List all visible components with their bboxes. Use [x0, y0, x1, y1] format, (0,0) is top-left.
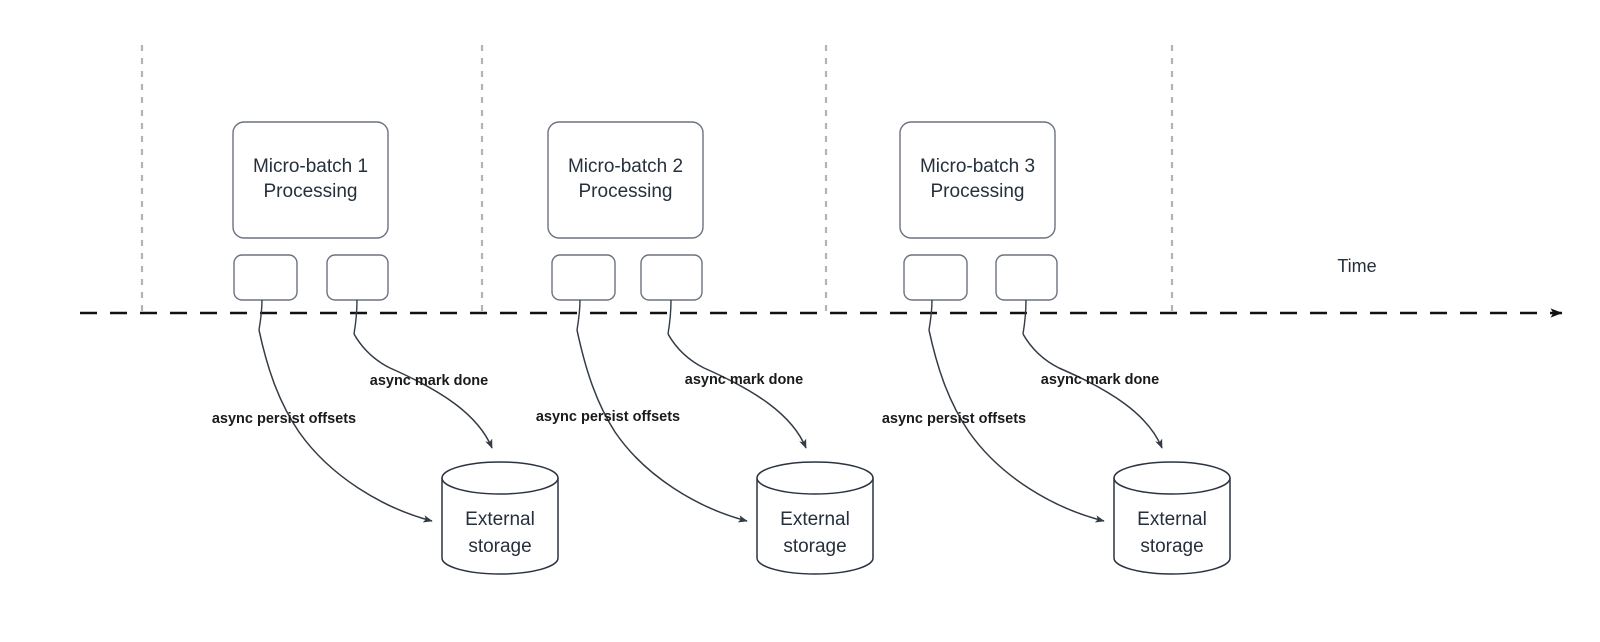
- time-axis-group: Time: [80, 256, 1563, 318]
- micro-batch-1-label-line1: Micro-batch 1: [253, 156, 368, 177]
- persist-offsets-stub-1: [258, 299, 263, 331]
- external-storage-3-label-line2: storage: [1140, 536, 1203, 557]
- micro-batch-1-label-line2: Processing: [264, 181, 358, 202]
- async-mark-done-label-2: async mark done: [685, 372, 803, 388]
- micro-batch-group-1: Micro-batch 1 Processing async persist o…: [212, 121, 559, 575]
- persist-offsets-task-box-2[interactable]: [551, 254, 616, 301]
- external-storage-1-body: [441, 478, 559, 575]
- mark-done-stub-3: [1022, 299, 1027, 335]
- external-storage-2-label-line2: storage: [783, 536, 846, 557]
- external-storage-1-label-line1: External: [465, 509, 535, 530]
- persist-offsets-stub-2: [576, 299, 581, 331]
- micro-batch-3-label-line1: Micro-batch 3: [920, 156, 1035, 177]
- async-persist-offsets-edge-3: [928, 329, 1105, 523]
- async-persist-offsets-label-3: async persist offsets: [882, 411, 1026, 427]
- persist-offsets-task-box-3[interactable]: [903, 254, 968, 301]
- mark-done-stub-1: [353, 299, 358, 335]
- async-mark-done-label-1: async mark done: [370, 373, 488, 389]
- micro-batch-3-box[interactable]: [899, 121, 1056, 239]
- persist-offsets-stub-3: [928, 299, 933, 331]
- mark-done-task-box-1[interactable]: [326, 254, 389, 301]
- timeline-tick-group: [140, 45, 1174, 313]
- async-persist-offsets-edge-1: [258, 329, 433, 523]
- async-mark-done-edge-2: [667, 333, 807, 449]
- external-storage-1-label-line2: storage: [468, 536, 531, 557]
- time-axis-label: Time: [1337, 256, 1376, 276]
- external-storage-2-top: [756, 461, 874, 495]
- external-storage-2-label-line1: External: [780, 509, 850, 530]
- external-storage-3[interactable]: External storage: [1113, 461, 1231, 575]
- micro-batch-2-label-line2: Processing: [579, 181, 673, 202]
- micro-batch-group-3: Micro-batch 3 Processing async persist o…: [882, 121, 1231, 575]
- external-storage-2[interactable]: External storage: [756, 461, 874, 575]
- mark-done-task-box-2[interactable]: [640, 254, 703, 301]
- external-storage-1[interactable]: External storage: [441, 461, 559, 575]
- persist-offsets-task-box-1[interactable]: [233, 254, 298, 301]
- external-storage-3-body: [1113, 478, 1231, 575]
- micro-batch-2-box[interactable]: [547, 121, 704, 239]
- async-mark-done-label-3: async mark done: [1041, 372, 1159, 388]
- micro-batch-3-label-line2: Processing: [931, 181, 1025, 202]
- external-storage-2-body: [756, 478, 874, 575]
- async-persist-offsets-label-2: async persist offsets: [536, 409, 680, 425]
- micro-batch-group-2: Micro-batch 2 Processing async persist o…: [536, 121, 874, 575]
- external-storage-3-top: [1113, 461, 1231, 495]
- micro-batch-2-label-line1: Micro-batch 2: [568, 156, 683, 177]
- micro-batch-1-box[interactable]: [232, 121, 389, 239]
- external-storage-3-label-line1: External: [1137, 509, 1207, 530]
- async-mark-done-edge-1: [353, 333, 493, 449]
- async-persist-offsets-label-1: async persist offsets: [212, 411, 356, 427]
- mark-done-task-box-3[interactable]: [995, 254, 1058, 301]
- async-persist-offsets-edge-2: [576, 329, 748, 523]
- external-storage-1-top: [441, 461, 559, 495]
- mark-done-stub-2: [667, 299, 672, 335]
- async-mark-done-edge-3: [1022, 333, 1163, 449]
